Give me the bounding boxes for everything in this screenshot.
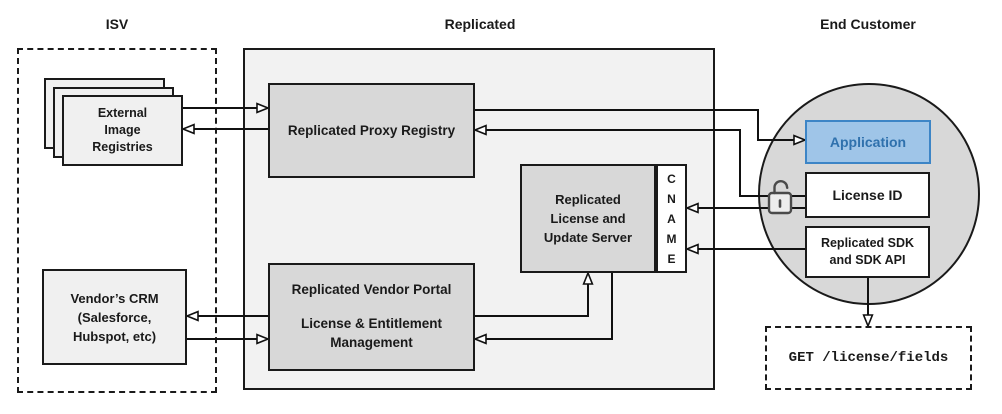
license-id-label: License ID [832, 187, 903, 203]
sdk-label-line2: and SDK API [829, 253, 906, 267]
license-id-node: License ID [805, 172, 930, 218]
license-server-label-line1: Replicated [555, 192, 621, 207]
arrow-registries-to-proxy [183, 102, 271, 114]
arrow-proxy-to-application [475, 109, 808, 146]
arrow-license-server-to-portal [472, 273, 613, 345]
cname-letter-e: E [667, 251, 676, 266]
section-label-end-customer: End Customer [820, 16, 916, 32]
registries-label-line1: External [97, 106, 148, 120]
crm-label-line1: Vendor’s CRM [70, 290, 159, 306]
crm-label-line2: (Salesforce, [77, 309, 152, 325]
cname-letter-m: M [666, 231, 677, 246]
arrow-proxy-to-registries [180, 123, 268, 135]
cname-letter-a: A [667, 211, 676, 226]
license-update-server-node: Replicated License and Update Server [520, 164, 656, 273]
license-server-label-line3: Update Server [543, 230, 633, 245]
replicated-sdk-node: Replicated SDK and SDK API [805, 226, 930, 278]
crm-label-line3: Hubspot, etc) [72, 328, 157, 344]
vendor-portal-sub-line2: Management [330, 335, 413, 350]
arrow-sdk-to-get-endpoint [862, 277, 874, 329]
vendor-portal-sub-line1: License & Entitlement [300, 316, 443, 331]
cname-letter-n: N [667, 191, 676, 206]
vendor-portal-title: Replicated Vendor Portal [291, 282, 452, 297]
cname-letter-c: C [667, 171, 676, 186]
arrow-sdk-to-cname [684, 243, 805, 255]
arrow-portal-to-license-server [475, 270, 594, 317]
section-label-replicated: Replicated [444, 16, 516, 32]
sdk-label-line1: Replicated SDK [820, 236, 915, 250]
external-image-registries-node: External Image Registries [62, 95, 183, 166]
vendors-crm-node: Vendor’s CRM (Salesforce, Hubspot, etc) [42, 269, 187, 365]
cname-strip: C N A M E [656, 164, 687, 273]
registries-label-line3: Registries [92, 140, 153, 154]
proxy-registry-node: Replicated Proxy Registry [268, 83, 475, 178]
unlock-icon [767, 179, 793, 215]
section-label-isv: ISV [105, 16, 129, 32]
registries-label-line2: Image [104, 123, 141, 137]
arrow-portal-to-crm [184, 310, 268, 322]
get-license-fields-endpoint: GET /license/fields [765, 326, 972, 390]
arrow-crm-to-portal [187, 333, 271, 345]
proxy-registry-label: Replicated Proxy Registry [287, 123, 456, 138]
application-label: Application [829, 134, 907, 150]
vendor-portal-node: Replicated Vendor Portal License & Entit… [268, 263, 475, 371]
license-server-label-line2: License and [550, 211, 626, 226]
get-endpoint-label: GET /license/fields [788, 350, 949, 366]
application-node: Application [805, 120, 931, 164]
